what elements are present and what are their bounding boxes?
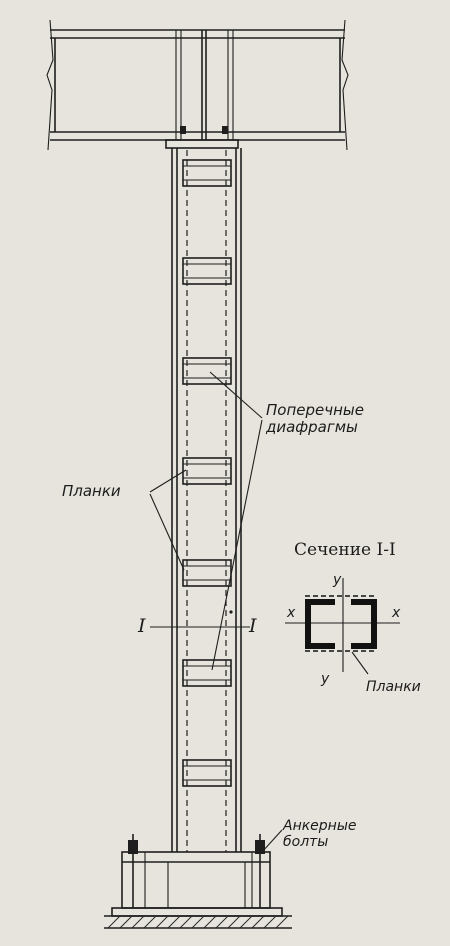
label-axis-y-bottom: y bbox=[321, 671, 330, 687]
label-section-battens: Планки bbox=[366, 679, 421, 695]
label-anchor-bolts: Анкерные болты bbox=[283, 818, 357, 851]
batten-plate bbox=[182, 457, 232, 485]
label-section-mark-left: I bbox=[138, 615, 146, 637]
batten-plate bbox=[182, 257, 232, 285]
label-transverse-diaphragms: Поперечные диафрагмы bbox=[266, 401, 364, 436]
section-cut-line bbox=[150, 610, 250, 628]
label-axis-y-top: y bbox=[333, 572, 342, 588]
column-base bbox=[104, 834, 292, 929]
column-shaft bbox=[171, 148, 242, 852]
batten-plate bbox=[182, 759, 232, 787]
label-section-title: Сечение I-I bbox=[294, 540, 396, 560]
batten-plate bbox=[182, 559, 232, 587]
batten-plate bbox=[182, 659, 232, 687]
label-battens: Планки bbox=[62, 482, 121, 500]
foundation-hatching bbox=[107, 915, 289, 929]
batten-plate bbox=[182, 357, 232, 385]
batten-plate bbox=[182, 159, 232, 187]
label-section-mark-right: I bbox=[249, 615, 257, 637]
batten-plates bbox=[182, 159, 232, 787]
beam-joint bbox=[165, 30, 239, 149]
label-axis-x-right: x bbox=[392, 605, 401, 621]
leader-lines bbox=[149, 371, 283, 853]
cross-section bbox=[285, 578, 400, 675]
top-beam bbox=[46, 19, 349, 151]
label-axis-x-left: x bbox=[287, 605, 296, 621]
